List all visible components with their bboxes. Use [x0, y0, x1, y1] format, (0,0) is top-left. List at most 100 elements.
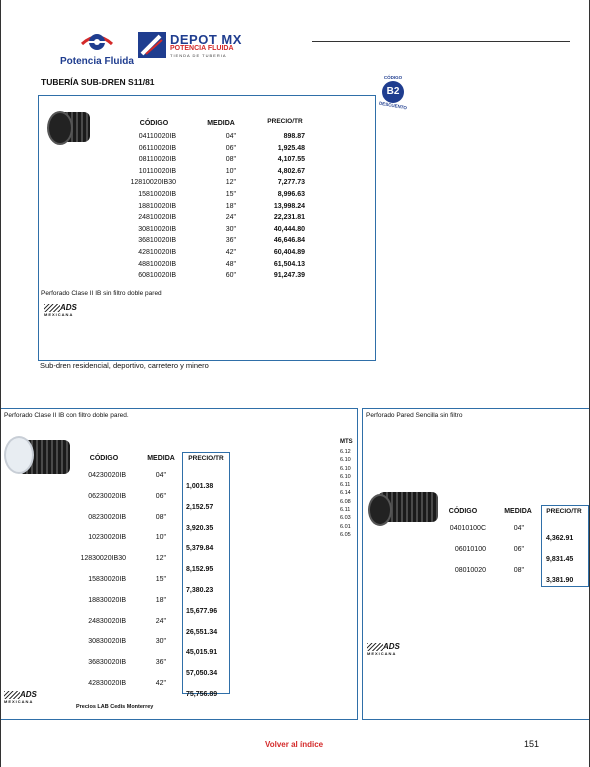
- table3-size-cell: 04": [513, 525, 524, 532]
- table2-size-cell: 12": [155, 555, 166, 563]
- table3-title: Perforado Pared Sencilla sin filtro: [366, 412, 463, 419]
- badge-top-label: CÓDIGO: [383, 75, 403, 80]
- table1-code-cell: 06110020IB: [138, 144, 176, 152]
- table1-price-cell: 898.87: [283, 133, 305, 140]
- table1-box: [38, 95, 376, 361]
- depot-logo-icon: [138, 32, 166, 58]
- ads-logo-3: ADS MEXICANA: [367, 642, 417, 658]
- table2-header-medida: MEDIDA: [147, 455, 175, 462]
- table2-code-cell: 24830020IB: [88, 617, 126, 625]
- table1-caption: Sub-dren residencial, deportivo, carrete…: [40, 361, 209, 370]
- table1-size-cell: 06": [225, 144, 236, 152]
- logo-depot-mx: DEPOT MX POTENCIA FLUIDA TIENDA DE TUBER…: [138, 32, 248, 62]
- table1-price-cell: 91,247.39: [273, 272, 305, 280]
- table2-size-cell: 10": [155, 534, 166, 542]
- table2-code-cell: 15830020IB: [88, 575, 126, 583]
- table1-code-cell: 08110020IB: [138, 156, 176, 164]
- logo-left-name: Potencia Fluida: [60, 56, 134, 67]
- table2-size-cell: 30": [155, 638, 166, 646]
- ads-logo-2: ADS MEXICANA: [4, 690, 54, 706]
- table3-sizes-column: 04"06"08": [508, 519, 524, 581]
- page-title: TUBERÍA SUB-DREN S11/81: [41, 77, 155, 87]
- table2-code-cell: 10230020IB: [88, 534, 126, 542]
- table1-code-cell: 48810020IB: [138, 260, 176, 268]
- badge-circle: [382, 81, 404, 103]
- table2-price-cell: 1,001.38: [186, 483, 214, 490]
- table1-size-cell: 42": [225, 248, 236, 256]
- table2-price-box: [182, 452, 230, 694]
- table1-header-precio: PRECIO/TR: [267, 118, 303, 125]
- table2-size-cell: 04": [155, 472, 166, 479]
- table2-mts-cell: 6.03: [340, 515, 351, 522]
- back-to-index-link[interactable]: Volver al índice: [265, 740, 324, 749]
- table2-mts-cell: 6.10: [340, 457, 351, 464]
- table1-size-cell: 36": [225, 237, 236, 245]
- gear-icon: [80, 28, 114, 52]
- table2-code-cell: 30830020IB: [88, 638, 126, 646]
- table1-price-cell: 61,504.13: [273, 260, 305, 268]
- table3-code-cell: 08010020: [454, 566, 486, 574]
- table2-mts-label: MTS: [340, 439, 353, 445]
- table3-size-cell: 08": [513, 566, 524, 574]
- table3-code-cell: 06010100: [454, 545, 486, 553]
- table2-size-cell: 18": [155, 596, 166, 604]
- table1-header-codigo: CÓDIGO: [139, 120, 169, 127]
- table2-price-cell: 2,152.57: [186, 503, 214, 511]
- table3-header-codigo: CÓDIGO: [448, 508, 478, 515]
- table1-size-cell: 08": [225, 156, 236, 164]
- table3-code-cell: 04010100C: [449, 525, 486, 532]
- logo-right-title: DEPOT MX: [170, 32, 242, 47]
- table1-price-cell: 40,444.80: [273, 225, 305, 233]
- table1-size-cell: 48": [225, 260, 236, 268]
- table2-mts-cell: 6.01: [340, 523, 351, 530]
- table2-header-codigo: CÓDIGO: [89, 455, 119, 462]
- ads-stripes-icon: [44, 303, 60, 312]
- table2-size-cell: 42": [155, 679, 166, 687]
- table2-sizes-column: 04"06"08"10"12"15"18"24"30"36"42": [150, 466, 166, 695]
- ads-sub: MEXICANA: [4, 699, 34, 704]
- discount-badge: B2 CÓDIGO DESCUENTO: [376, 75, 410, 110]
- table2-size-cell: 08": [155, 513, 166, 521]
- table1-price-cell: 13,998.24: [273, 202, 305, 210]
- table1-price-cell: 4,802.67: [277, 167, 305, 175]
- ads-logo-1: ADS MEXICANA: [44, 303, 94, 319]
- table3-codes-column: 04010100C 06010100 08010020: [436, 519, 486, 581]
- table1-size-cell: 30": [225, 225, 236, 233]
- logo-right-subtitle: POTENCIA FLUIDA: [170, 45, 234, 52]
- table1-note: Perforado Clase II IB sin filtro doble p…: [41, 290, 162, 297]
- table2-footer: Precios LAB Cedis Monterrey: [76, 704, 154, 710]
- table1-price-cell: 4,107.55: [277, 156, 305, 164]
- table2-header-precio: PRECIO/TR: [188, 455, 224, 462]
- table1-size-cell: 15": [225, 190, 236, 198]
- table2-mts-cell: 6.14: [340, 490, 351, 497]
- table2-size-cell: 15": [155, 575, 166, 583]
- table2-price-cell: 75,756.89: [186, 690, 218, 698]
- header-rule: [312, 41, 570, 42]
- page-number: 151: [524, 739, 540, 749]
- table1-price-cell: 46,646.84: [273, 237, 305, 245]
- table1-size-cell: 04": [225, 133, 236, 140]
- table3-box: [362, 408, 590, 720]
- table2-code-cell: 42830020IB: [88, 679, 126, 687]
- table2-price-cell: 3,920.35: [186, 524, 214, 532]
- table1-code-cell: 36810020IB: [138, 237, 176, 245]
- ads-sub: MEXICANA: [44, 312, 74, 317]
- table1-code-cell: 24810020IB: [138, 214, 176, 222]
- logo-right-tag: TIENDA DE TUBERIA: [170, 53, 227, 58]
- table2-mts-cell: 6.10: [340, 465, 351, 472]
- table2-code-cell: 36830020IB: [88, 659, 126, 667]
- table2-mts-cell: 6.08: [340, 498, 351, 505]
- table2-mts-cell: 6.10: [340, 473, 351, 480]
- table1-code-cell: 10110020IB: [138, 167, 176, 175]
- table1-price-cell: 8,996.63: [277, 190, 305, 198]
- table1-size-cell: 60": [225, 272, 236, 280]
- page-border-left: [0, 0, 1, 767]
- table1-size-cell: 10": [225, 167, 236, 175]
- table2-code-cell: 18830020IB: [88, 596, 126, 604]
- table1-size-cell: 12": [225, 179, 236, 187]
- ads-wordmark: ADS: [20, 690, 37, 699]
